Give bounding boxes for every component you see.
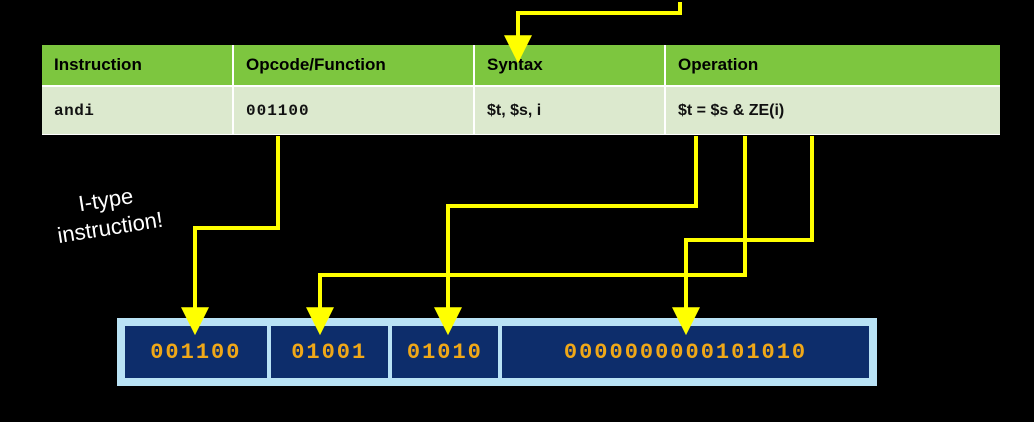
table-header-row: Instruction Opcode/Function Syntax Opera…	[42, 45, 1000, 87]
cell-opcode-value: 001100	[234, 87, 475, 134]
arrow-syntax-s-to-field	[306, 136, 747, 336]
cell-operation-value: $t = $s & ZE(i)	[666, 87, 1000, 134]
annotation-note: I-type instruction!	[15, 172, 202, 256]
cell-instruction-name: andi	[42, 87, 234, 134]
table-header-syntax: Syntax	[475, 45, 666, 87]
instruction-table: Instruction Opcode/Function Syntax Opera…	[42, 45, 1000, 135]
arrow-operation-i-to-field	[672, 136, 814, 336]
table-header-instruction: Instruction	[42, 45, 234, 87]
bitfield-immediate: 0000000000101010	[500, 324, 871, 380]
bitfield-opcode: 001100	[123, 324, 269, 380]
table-row: andi 001100 $t, $s, i $t = $s & ZE(i)	[42, 87, 1000, 134]
table-header-operation: Operation	[666, 45, 1000, 87]
machine-code-bitfields: 001100 01001 01010 0000000000101010	[117, 318, 877, 386]
arrow-operation-to-syntax	[504, 2, 682, 64]
table-header-opcode: Opcode/Function	[234, 45, 475, 87]
bitfield-rt: 01010	[389, 324, 501, 380]
arrow-syntax-t-to-field	[434, 136, 698, 336]
cell-syntax-value: $t, $s, i	[475, 87, 666, 134]
bitfield-rs: 01001	[268, 324, 390, 380]
arrow-opcode-to-field	[181, 136, 280, 336]
